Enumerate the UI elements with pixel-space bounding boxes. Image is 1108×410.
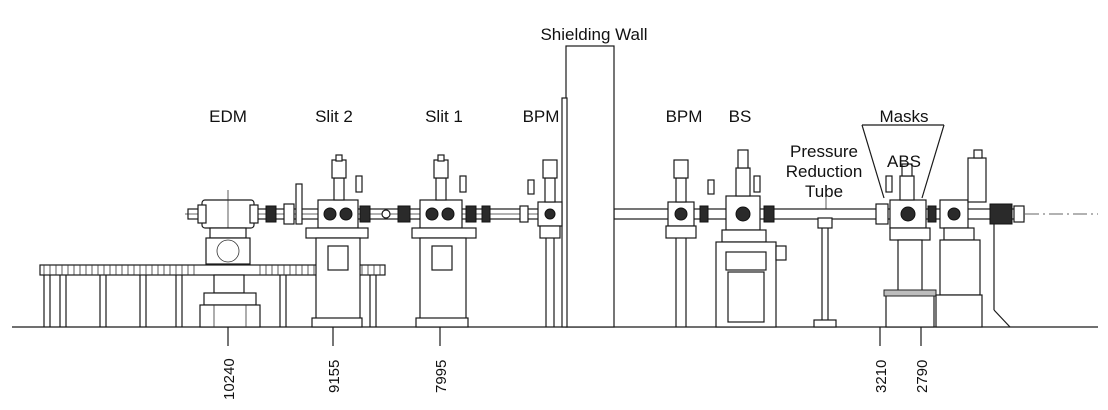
slit1-assembly — [411, 154, 477, 328]
dim-9155: 9155 — [326, 360, 343, 393]
bpm-right-assembly — [665, 159, 715, 327]
bpm-left-assembly — [527, 159, 563, 327]
flange-group-3 — [481, 205, 529, 223]
dimension-ticks — [227, 327, 922, 346]
dim-7995: 7995 — [433, 360, 450, 393]
dim-3210: 3210 — [873, 360, 890, 393]
flange-group-2 — [381, 205, 411, 223]
label-pressure-3: Tube — [805, 182, 843, 201]
shielding-wall — [561, 45, 615, 328]
label-shielding-wall: Shielding Wall — [540, 25, 647, 44]
flange-group-1 — [265, 183, 303, 225]
label-bpm-left: BPM — [523, 107, 560, 126]
label-bs: BS — [729, 107, 752, 126]
support-table — [39, 264, 386, 327]
masks-pointer-lines — [861, 124, 945, 199]
dim-10240: 10240 — [221, 358, 238, 400]
label-edm: EDM — [209, 107, 247, 126]
dim-2790: 2790 — [914, 360, 931, 393]
label-pressure-1: Pressure — [790, 142, 858, 161]
label-abs: ABS — [887, 152, 921, 171]
bs-assembly — [715, 149, 787, 328]
label-pressure-2: Reduction — [786, 162, 863, 181]
label-slit2: Slit 2 — [315, 107, 353, 126]
label-masks: Masks — [879, 107, 928, 126]
slit2-assembly — [305, 154, 371, 328]
end-assembly — [935, 149, 1025, 328]
label-slit1: Slit 1 — [425, 107, 463, 126]
edm-assembly — [197, 190, 261, 328]
label-bpm-right: BPM — [666, 107, 703, 126]
abs-masks-assembly — [875, 163, 937, 328]
pressure-tube-support — [813, 188, 837, 328]
